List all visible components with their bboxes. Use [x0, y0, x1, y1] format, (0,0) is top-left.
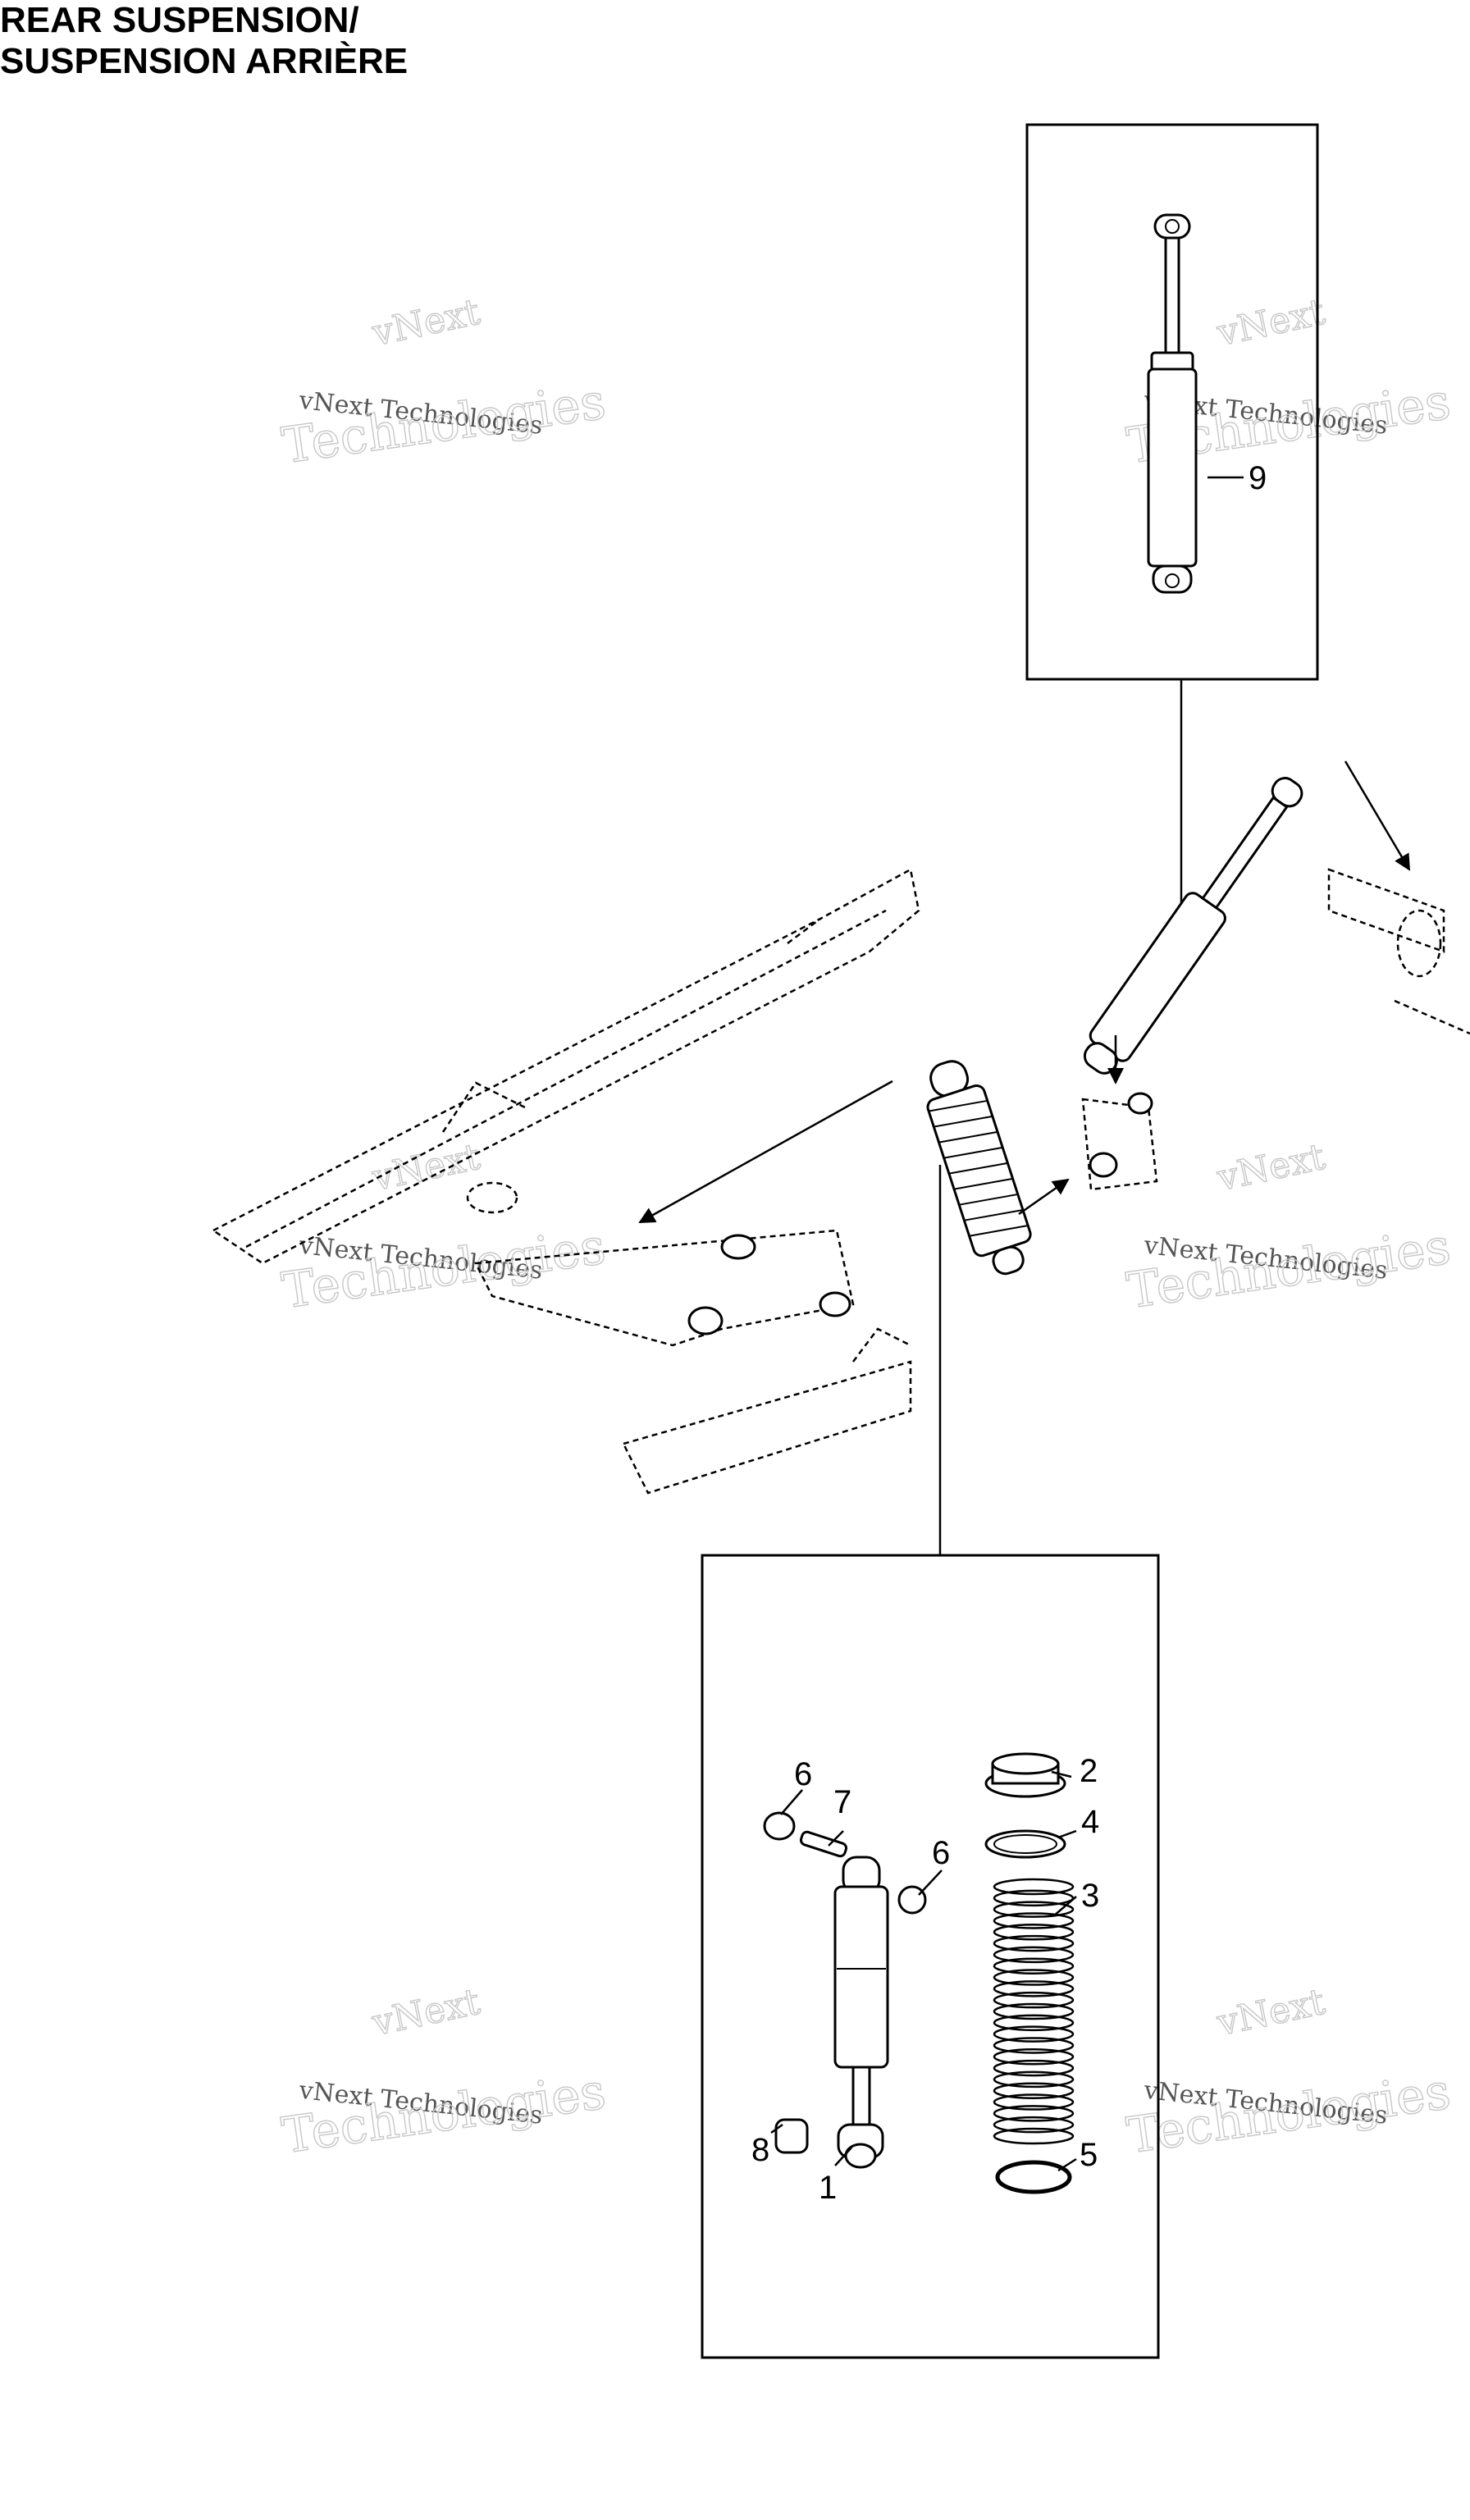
watermark-vnext: vNext — [1213, 1136, 1329, 1200]
pin-7 — [799, 1830, 848, 1858]
bushing-6-left — [763, 1811, 796, 1841]
watermark-group-1: vNext vNext Technologies Technologies — [278, 290, 609, 476]
leader-6b — [918, 1869, 943, 1896]
spring-coil — [993, 1946, 1075, 1964]
callout-7: 7 — [833, 1784, 851, 1820]
callout-5: 5 — [1080, 2137, 1098, 2173]
spring-coil — [993, 2025, 1075, 2043]
detail-box-coilover — [701, 1554, 1160, 2359]
watermark-vnext: vNext — [368, 1981, 484, 2045]
page-title: REAR SUSPENSION/ SUSPENSION ARRIÈRE — [0, 0, 408, 82]
leader-2 — [1051, 1770, 1072, 1778]
spring-coil — [993, 1969, 1075, 1986]
detail-box-gas-shock — [1025, 123, 1319, 681]
spring-coil — [993, 2105, 1075, 2122]
leader-8 — [770, 2123, 783, 2134]
coilover-shock-installed — [926, 1060, 1032, 1276]
watermark-group-6: vNext vNext Technologies Technologies — [1123, 1980, 1454, 2166]
spring-coil — [993, 2037, 1075, 2054]
leader-7 — [828, 1830, 844, 1847]
watermark-vnext: vNext — [368, 291, 484, 355]
callout-6b: 6 — [932, 1835, 950, 1871]
callout-3: 3 — [1081, 1878, 1099, 1914]
bushing-6-right — [897, 1885, 927, 1915]
arrow-to-mount — [1018, 1178, 1070, 1216]
washer-part-4 — [984, 1829, 1066, 1859]
retaining-ring-part-5 — [995, 2160, 1072, 2194]
title-line-en: REAR SUSPENSION/ — [0, 0, 359, 40]
washer-inner-ring — [993, 1834, 1057, 1854]
leader-4 — [1057, 1829, 1077, 1839]
gas-shock-installed — [1083, 777, 1303, 1075]
coil-spring-part-3 — [993, 1878, 1075, 2145]
leader-3 — [1052, 1896, 1077, 1917]
watermark-vnext: vNext — [368, 1136, 484, 1200]
spring-coil — [993, 2002, 1075, 2020]
callout-6a: 6 — [794, 1756, 812, 1792]
spring-coil — [993, 2014, 1075, 2032]
leader-1 — [834, 2147, 852, 2166]
spring-coil — [993, 2093, 1075, 2111]
callout-4: 4 — [1081, 1804, 1099, 1840]
watermark-vnext: vNext — [1213, 1981, 1329, 2045]
watermark-group-3: vNext vNext Technologies Technologies — [278, 1135, 609, 1321]
spring-coil — [993, 2082, 1075, 2099]
spring-coil — [993, 2048, 1075, 2066]
spring-coil — [993, 1957, 1075, 1974]
watermark-group-5: vNext vNext Technologies Technologies — [278, 1980, 609, 2166]
callout-1: 1 — [819, 2170, 837, 2206]
spring-coil — [993, 2059, 1075, 2077]
watermark-vnext: vNext — [1213, 291, 1329, 355]
spring-coil — [993, 1934, 1075, 1952]
gas-shock-part-9 — [1147, 213, 1198, 594]
arrow-to-rear-arm — [638, 1080, 893, 1224]
damper-body-part-1 — [833, 1856, 889, 2169]
callout-9: 9 — [1249, 460, 1267, 496]
crossshaft-fragment — [1327, 868, 1470, 1035]
leader-6a — [780, 1789, 803, 1815]
skid-frame-rail — [211, 868, 920, 1495]
spring-coil — [993, 1878, 1075, 1896]
watermark-group-4: vNext vNext Technologies Technologies — [1123, 1135, 1454, 1321]
spring-coil — [993, 2127, 1075, 2145]
spring-coil — [993, 1924, 1075, 1941]
callout-8: 8 — [751, 2132, 769, 2168]
spring-coil — [993, 1980, 1075, 1997]
shock-mount-bracket — [1081, 1092, 1158, 1191]
spring-coil — [993, 2116, 1075, 2134]
title-line-fr: SUSPENSION ARRIÈRE — [0, 41, 409, 81]
spring-seat-part-2 — [984, 1752, 1066, 1798]
callout-2: 2 — [1080, 1753, 1098, 1789]
bushing-8 — [774, 2118, 809, 2154]
spring-coil — [993, 1912, 1075, 1929]
leader-5 — [1057, 2157, 1077, 2172]
spring-coil — [993, 1991, 1075, 2009]
spring-coil — [993, 1901, 1075, 1918]
spring-coil — [993, 2070, 1075, 2089]
arrow-to-crossshaft — [1344, 760, 1411, 871]
